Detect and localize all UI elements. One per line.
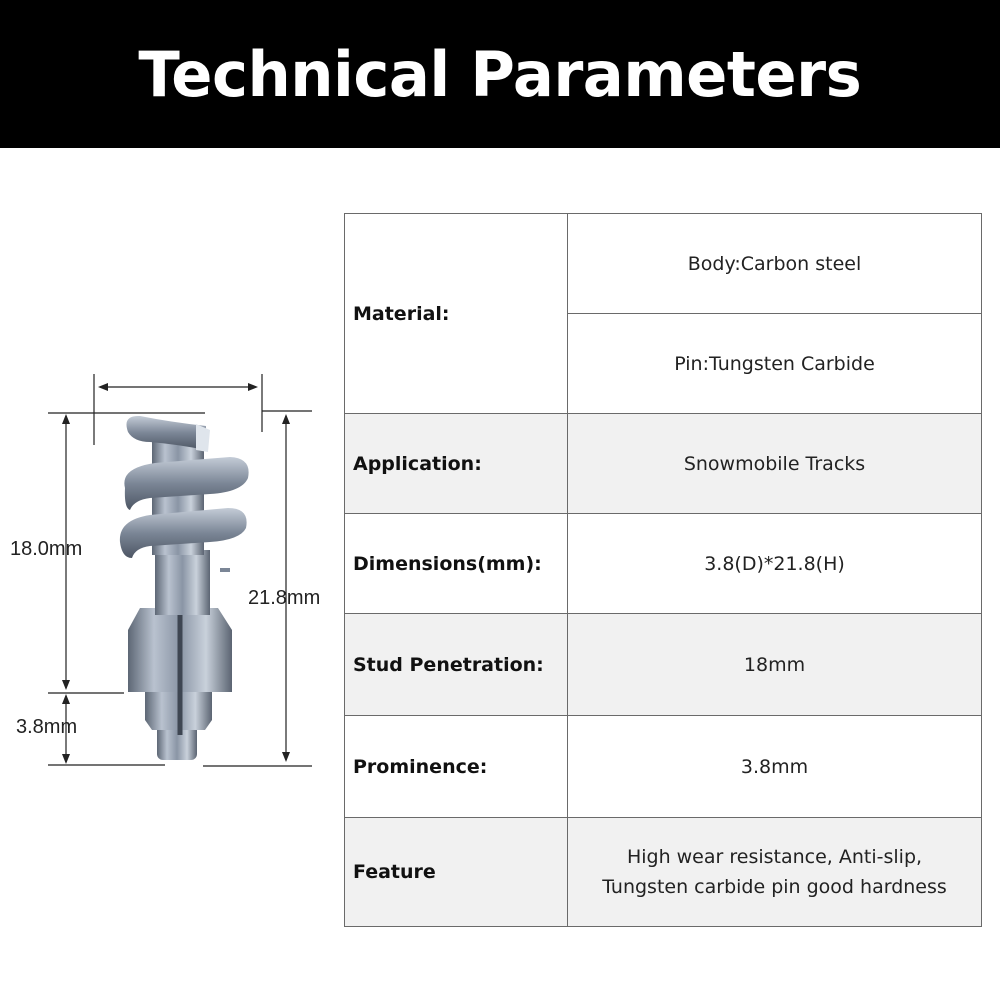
table-row-dimensions: Dimensions(mm): 3.8(D)*21.8(H) [344, 513, 982, 614]
table-row-feature: Feature High wear resistance, Anti-slip,… [344, 817, 982, 927]
table-row-prominence: Prominence: 3.8mm [344, 715, 982, 818]
row-value-feature: High wear resistance, Anti-slip, Tungste… [567, 817, 982, 927]
row-value-prominence: 3.8mm [567, 715, 982, 818]
total-height-dimension-label: 21.8mm [248, 587, 321, 609]
row-key-feature: Feature [344, 817, 568, 927]
header-banner: Technical Parameters [0, 0, 1000, 148]
row-key-material: Material: [344, 213, 568, 414]
row-value-material-pin: Pin:Tungsten Carbide [567, 313, 982, 414]
row-value-application: Snowmobile Tracks [567, 413, 982, 514]
table-row-stud-penetration: Stud Penetration: 18mm [344, 613, 982, 716]
penetration-dimension-label: 18.0mm [10, 538, 83, 560]
prominence-dimension-label: 3.8mm [16, 716, 78, 738]
stud-illustration-icon [48, 374, 312, 767]
feature-line-2: Tungsten carbide pin good hardness [602, 876, 947, 898]
row-value-dimensions: 3.8(D)*21.8(H) [567, 513, 982, 614]
row-key-application: Application: [344, 413, 568, 514]
row-value-stud-penetration: 18mm [567, 613, 982, 716]
row-key-dimensions: Dimensions(mm): [344, 513, 568, 614]
row-key-prominence: Prominence: [344, 715, 568, 818]
table-row-material-1: Material: Body:Carbon steel [344, 213, 982, 414]
spec-table: Material: Body:Carbon steel Pin:Tungsten… [344, 213, 982, 927]
row-key-stud-penetration: Stud Penetration: [344, 613, 568, 716]
stud-diagram: 18.0mm 21.8mm 3.8mm [0, 360, 340, 780]
page-title: Technical Parameters [138, 37, 862, 111]
row-value-material-body: Body:Carbon steel [567, 213, 982, 314]
table-row-material-2: Pin:Tungsten Carbide [345, 313, 982, 414]
table-row-application: Application: Snowmobile Tracks [344, 413, 982, 514]
feature-line-1: High wear resistance, Anti-slip, [626, 846, 923, 868]
